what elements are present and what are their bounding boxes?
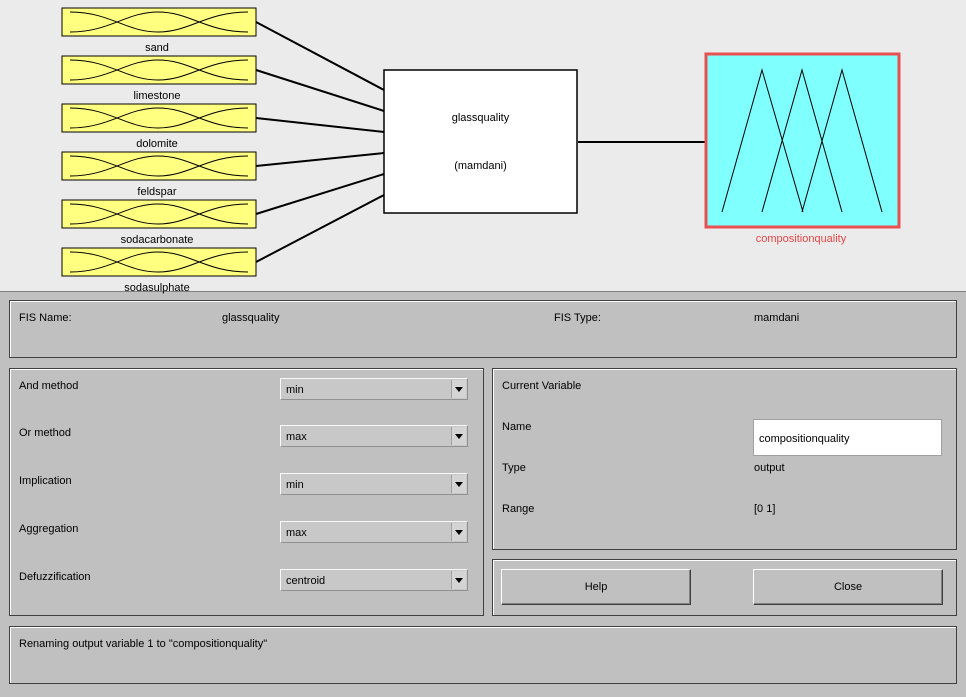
variable-name-value: compositionquality — [759, 433, 850, 445]
aggregation-value: max — [286, 527, 307, 539]
defuzzification-select[interactable]: centroid — [280, 569, 468, 591]
fis-name-label: FIS Name: — [19, 312, 72, 324]
chevron-down-icon[interactable] — [451, 427, 466, 445]
implication-select[interactable]: min — [280, 473, 468, 495]
variable-type-label: Type — [502, 462, 526, 474]
variable-name-label: Name — [502, 421, 532, 433]
output-label: compositionquality — [755, 233, 847, 245]
input-label-sodacarbonate: sodacarbonate — [120, 234, 194, 246]
input-label-limestone: limestone — [133, 90, 181, 102]
variable-name-input[interactable]: compositionquality — [753, 419, 942, 456]
implication-label: Implication — [19, 475, 72, 487]
system-box[interactable] — [383, 69, 578, 214]
or-method-select[interactable]: max — [280, 425, 468, 447]
and-method-select[interactable]: min — [280, 378, 468, 400]
connection-lines — [255, 21, 706, 263]
aggregation-label: Aggregation — [19, 523, 79, 535]
and-method-label: And method — [19, 380, 79, 392]
input-label-sand: sand — [145, 42, 169, 54]
chevron-down-icon[interactable] — [451, 475, 466, 493]
input-variable-sodasulphate[interactable] — [61, 247, 257, 277]
input-variable-limestone[interactable] — [61, 55, 257, 85]
input-label-feldspar: feldspar — [137, 186, 177, 198]
fis-type-label: FIS Type: — [554, 312, 601, 324]
and-method-value: min — [286, 384, 304, 396]
or-method-label: Or method — [19, 427, 71, 439]
input-label-dolomite: dolomite — [136, 138, 178, 150]
implication-value: min — [286, 479, 304, 491]
current-variable-title: Current Variable — [502, 380, 582, 392]
input-label-sodasulphate: sodasulphate — [124, 282, 190, 294]
status-panel: Renaming output variable 1 to "compositi… — [9, 626, 957, 684]
chevron-down-icon[interactable] — [451, 380, 466, 398]
defuzzification-value: centroid — [286, 575, 326, 587]
output-variable-compositionquality[interactable] — [704, 52, 901, 229]
current-variable-panel: Current Variable Name Type output Range … — [492, 368, 957, 550]
fis-diagram: sand limestone dolomite feldspar sodacar… — [0, 0, 966, 294]
diagram-canvas — [61, 7, 901, 277]
status-message: Renaming output variable 1 to "compositi… — [19, 638, 268, 650]
chevron-down-icon[interactable] — [451, 523, 466, 541]
close-button[interactable]: Close — [753, 569, 943, 605]
fis-info-panel: FIS Name: glassquality FIS Type: mamdani — [9, 300, 957, 358]
variable-type-value: output — [754, 462, 785, 474]
fis-type-value: mamdani — [754, 312, 800, 324]
system-name-label: glassquality — [451, 112, 510, 124]
methods-panel: And method min Or method max Implication… — [9, 368, 484, 616]
variable-range-value: [0 1] — [754, 503, 776, 515]
input-variable-sodacarbonate[interactable] — [61, 199, 257, 229]
defuzzification-label: Defuzzification — [19, 571, 91, 583]
system-type-label: (mamdani) — [454, 160, 507, 172]
input-variable-dolomite[interactable] — [61, 103, 257, 133]
input-variable-sand[interactable] — [61, 7, 257, 37]
variable-range-label: Range — [502, 503, 535, 515]
help-button[interactable]: Help — [501, 569, 691, 605]
aggregation-select[interactable]: max — [280, 521, 468, 543]
input-variable-feldspar[interactable] — [61, 151, 257, 181]
fis-name-value: glassquality — [222, 312, 280, 324]
chevron-down-icon[interactable] — [451, 571, 466, 589]
or-method-value: max — [286, 431, 307, 443]
